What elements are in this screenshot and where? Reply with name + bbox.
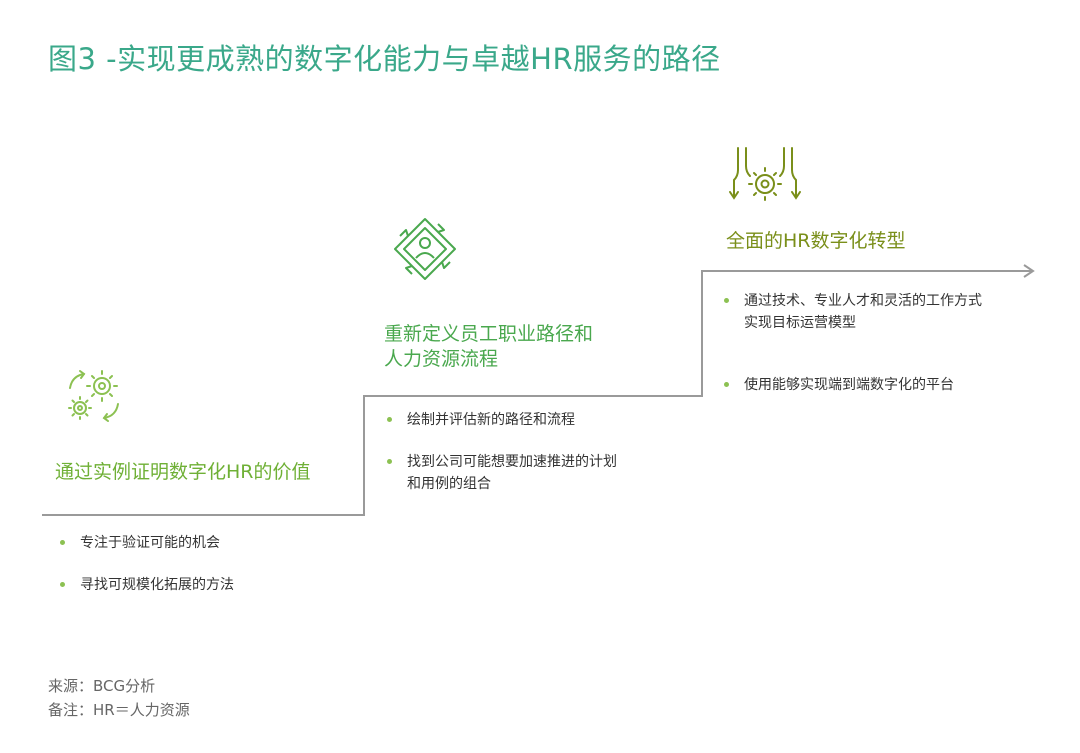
person-cycle-icon bbox=[394, 218, 456, 280]
list-item: 寻找可规模化拓展的方法 bbox=[58, 574, 234, 596]
stage-2-title: 重新定义员工职业路径和 人力资源流程 bbox=[384, 323, 594, 370]
list-item: 找到公司可能想要加速推进的计划和用例的组合 bbox=[385, 451, 617, 495]
gears-cycle-icon bbox=[68, 370, 119, 422]
list-item: 专注于验证可能的机会 bbox=[58, 532, 234, 554]
list-item: 绘制并评估新的路径和流程 bbox=[385, 409, 617, 431]
stage-1-title: 通过实例证明数字化HR的价值 bbox=[55, 461, 311, 483]
stage-3-bullets: 通过技术、专业人才和灵活的工作方式实现目标运营模型 使用能够实现端到端数字化的平… bbox=[722, 290, 982, 396]
abbreviation-note: 备注：HR＝人力资源 bbox=[48, 701, 190, 719]
list-item: 通过技术、专业人才和灵活的工作方式实现目标运营模型 bbox=[722, 290, 982, 334]
stage-2-bullets: 绘制并评估新的路径和流程 找到公司可能想要加速推进的计划和用例的组合 bbox=[385, 409, 617, 495]
gear-arrows-icon bbox=[729, 147, 801, 201]
source-note: 来源：BCG分析 bbox=[48, 677, 156, 695]
stage-1-bullets: 专注于验证可能的机会 寻找可规模化拓展的方法 bbox=[58, 532, 234, 596]
arrow-head-icon bbox=[1023, 264, 1035, 278]
list-item: 使用能够实现端到端数字化的平台 bbox=[722, 374, 982, 396]
stage-3-title: 全面的HR数字化转型 bbox=[726, 230, 906, 252]
page-title: 图3 -实现更成熟的数字化能力与卓越HR服务的路径 bbox=[48, 42, 721, 76]
footer: 来源：BCG分析 备注：HR＝人力资源 bbox=[48, 674, 190, 722]
